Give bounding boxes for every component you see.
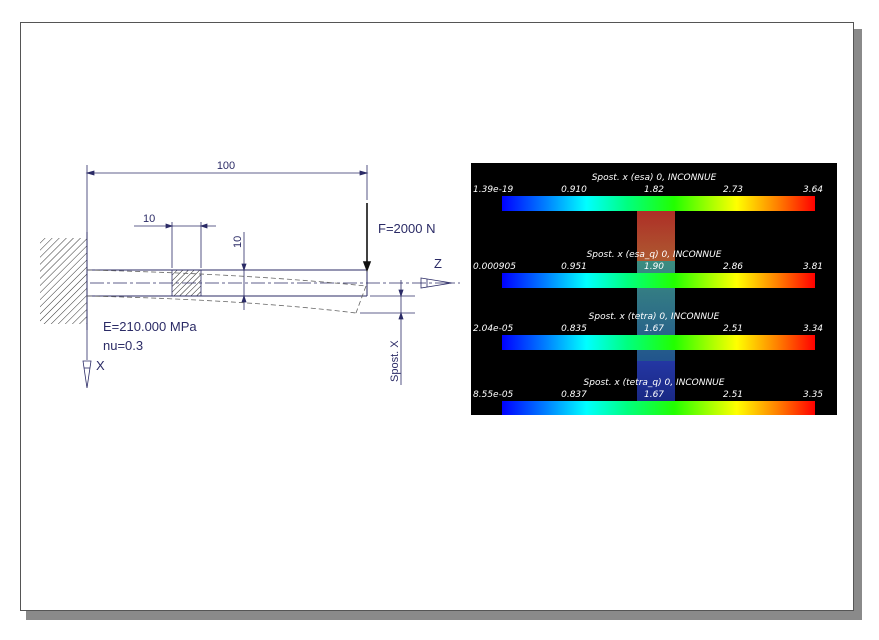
result-bar-tick: 2.86 [722, 262, 744, 272]
result-bar-tick: 1.67 [643, 390, 665, 400]
section-height-dimension [241, 232, 247, 310]
dim-width-label: 10 [143, 213, 155, 225]
force-label: F=2000 N [378, 221, 435, 236]
result-bar-tick: 1.67 [643, 324, 665, 334]
result-bar-tick: 2.51 [722, 390, 744, 400]
poisson-label: nu=0.3 [103, 338, 143, 353]
tip-displacement-dimension [360, 280, 415, 385]
result-bar-tick: 2.51 [722, 324, 744, 334]
result-bar-tick: 1.39e-19 [473, 185, 514, 195]
z-axis-arrow [420, 277, 453, 289]
section-width-dimension [134, 222, 216, 268]
result-bar-tick: 2.04e-05 [473, 324, 514, 334]
z-axis-label: Z [434, 256, 442, 271]
result-bar-tick: 3.81 [802, 262, 824, 272]
colorbar [502, 196, 815, 211]
result-bar-tick: 1.82 [643, 185, 665, 195]
result-bar-title: Spost. x (esa) 0, INCONNUE [591, 173, 717, 183]
result-bar-tick: 0.837 [561, 390, 587, 400]
result-bar-tick: 0.951 [561, 262, 587, 272]
result-bar-tick: 2.73 [722, 185, 744, 195]
result-bar-title: Spost. x (tetra) 0, INCONNUE [588, 312, 720, 322]
result-bar-tick: 0.835 [561, 324, 587, 334]
x-axis-label: X [96, 358, 105, 373]
result-bar-tick: 3.34 [802, 324, 824, 334]
length-dimension [85, 165, 369, 262]
deformed-shape [86, 269, 367, 314]
dim-length-label: 100 [217, 160, 235, 172]
result-bar-tick: 8.55e-05 [473, 390, 514, 400]
dim-height-label: 10 [232, 236, 244, 248]
result-bar-title: Spost. x (esa_q) 0, INCONNUE [586, 250, 722, 260]
colorbar [502, 401, 815, 415]
wall-support [40, 238, 87, 324]
colorbar [502, 335, 815, 350]
displacement-label: Spost. X [389, 340, 401, 382]
result-bar-tick: 3.64 [802, 185, 824, 195]
result-bar-tick: 3.35 [802, 390, 824, 400]
modulus-label: E=210.000 MPa [103, 319, 197, 334]
colorbar [502, 273, 815, 288]
result-bar-tick: 0.000905 [473, 262, 516, 272]
results-panel: Spost. x (esa) 0, INCONNUE 1.39e-19 0.91… [471, 163, 837, 415]
result-bar-tick: 1.90 [643, 262, 665, 272]
result-bar-title: Spost. x (tetra_q) 0, INCONNUE [583, 378, 725, 388]
result-bar-tick: 0.910 [561, 185, 587, 195]
force-arrow [362, 203, 372, 273]
x-axis-arrow [82, 330, 92, 389]
